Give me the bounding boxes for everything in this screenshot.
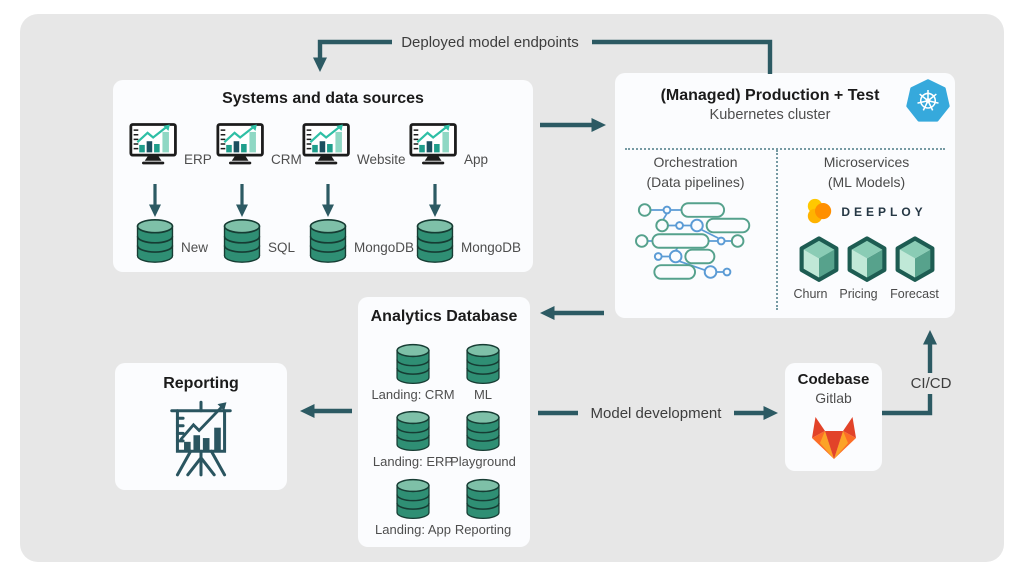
model-cube-icon <box>799 236 838 282</box>
model-cube-icon <box>847 236 886 282</box>
source-db-label: SQL <box>268 240 296 255</box>
database-icon <box>396 410 430 451</box>
kubernetes-box-subtitle: Kubernetes cluster <box>709 107 831 123</box>
analytics-db-label: Reporting <box>454 522 512 537</box>
deeploy-logo-icon <box>808 198 832 224</box>
microservices-title: Microservices <box>823 154 910 170</box>
model-label: Churn <box>793 287 828 301</box>
orchestration-title: Orchestration <box>653 154 738 170</box>
database-icon <box>309 219 347 263</box>
kubernetes-box-title: (Managed) Production + Test <box>660 87 880 104</box>
orchestration-subtitle: (Data pipelines) <box>646 174 745 190</box>
model-development-label: Model development <box>590 405 722 422</box>
reporting-box: Reporting <box>115 363 287 490</box>
analytics-db-label: Landing: ERP <box>372 454 454 469</box>
microservices-subtitle: (ML Models) <box>827 174 906 190</box>
codebase-box-title: Codebase <box>797 371 870 388</box>
analytics-db-label: ML <box>473 387 493 402</box>
erp-system-monitor-icon <box>129 123 177 165</box>
analytics-db-label: Landing: CRM <box>371 387 455 402</box>
source-db-label: New <box>181 240 209 255</box>
model-cubes-row <box>778 236 955 284</box>
kubernetes-column-divider <box>776 150 778 310</box>
microservices-panel: Microservices (ML Models) DEEPLOY <box>778 150 955 318</box>
system-label: App <box>464 152 489 167</box>
system-label: Website <box>357 152 406 167</box>
database-icon <box>396 343 430 384</box>
analytics-db-label: Playground <box>450 454 516 469</box>
reporting-box-title: Reporting <box>163 375 239 392</box>
database-icon <box>416 219 454 263</box>
codebase-box-subtitle: Gitlab <box>815 390 852 406</box>
database-icon <box>466 478 500 519</box>
analytics-box-title: Analytics Database <box>370 308 518 325</box>
database-icon <box>466 343 500 384</box>
system-label: CRM <box>271 152 302 167</box>
report-chart-easel-icon <box>170 400 232 477</box>
crm-system-monitor-icon <box>216 123 264 165</box>
website-system-monitor-icon <box>302 123 350 165</box>
orchestration-panel: Orchestration (Data pipelines) <box>615 150 776 318</box>
gitlab-logo-icon <box>812 417 856 459</box>
source-db-label: MongoDB <box>461 240 522 255</box>
model-labels-row: Churn Pricing Forecast <box>778 287 955 301</box>
kubernetes-cluster-box: (Managed) Production + Test Kubernetes c… <box>615 73 955 318</box>
cicd-label: CI/CD <box>903 373 959 394</box>
kubernetes-logo-icon <box>906 79 950 122</box>
source-db-label: MongoDB <box>354 240 415 255</box>
deployed-endpoints-label: Deployed model endpoints <box>401 34 579 51</box>
model-cube-icon <box>895 236 934 282</box>
deeploy-logo-text: DEEPLOY <box>841 204 927 219</box>
database-icon <box>136 219 174 263</box>
analytics-db-label: Landing: App <box>375 522 451 537</box>
app-system-monitor-icon <box>409 123 457 165</box>
model-label: Forecast <box>890 287 939 301</box>
systems-box-title: Systems and data sources <box>222 90 424 107</box>
database-icon <box>223 219 261 263</box>
analytics-database-box: Analytics Database Landing: CRM ML <box>358 297 530 547</box>
database-icon <box>466 410 500 451</box>
kubernetes-header-divider <box>625 148 945 150</box>
pipeline-dag-icon <box>635 202 751 280</box>
model-label: Pricing <box>839 287 878 301</box>
system-label: ERP <box>184 152 212 167</box>
codebase-box: Codebase Gitlab <box>785 363 882 471</box>
deeploy-logo: DEEPLOY <box>778 198 955 225</box>
database-icon <box>396 478 430 519</box>
